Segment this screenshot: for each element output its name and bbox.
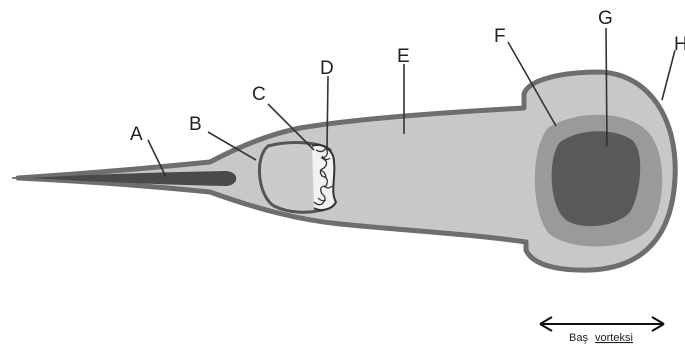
leader-h [662,50,675,100]
label-a: A [130,124,143,145]
label-b: B [189,114,202,135]
label-c: C [252,84,266,105]
label-f: F [494,26,506,47]
caption-word-2: vorteksi [595,332,633,344]
region-d-band [312,145,336,210]
label-d: D [320,58,334,79]
leader-g [606,28,607,146]
region-g-core [552,131,641,226]
scale-caption: Baş vorteksi [569,332,633,344]
leader-d [327,76,328,150]
double-headed-arrow-icon [540,317,664,331]
label-e: E [397,46,410,67]
label-g: G [598,8,613,29]
caption-word-1: Baş [569,332,588,344]
label-h: H [674,34,685,55]
